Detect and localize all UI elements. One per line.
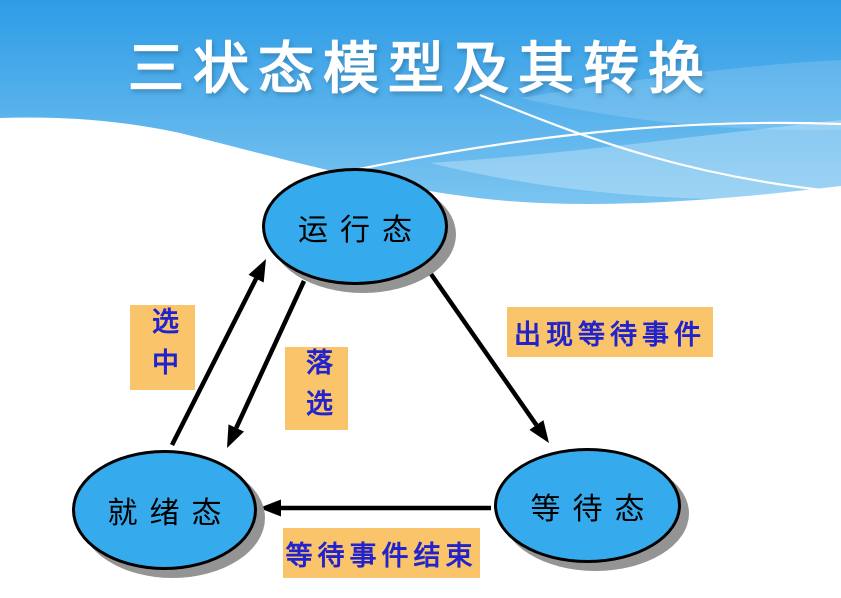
arrow-wait-event-ends [259, 499, 491, 517]
arrow-deselect [227, 280, 307, 448]
transition-label-wait-event-occurs: 出现等待事件 [507, 307, 713, 357]
transition-label-wait-event-ends: 等待事件结束 [283, 528, 480, 578]
state-running: 运行态 [262, 168, 448, 285]
transition-label-deselect: 落选 [285, 347, 348, 430]
arrow-select [169, 259, 266, 447]
state-ready-label: 就绪态 [107, 496, 234, 531]
state-waiting: 等待态 [494, 448, 681, 563]
state-ready: 就绪态 [72, 450, 257, 570]
state-waiting-label: 等待态 [530, 491, 657, 527]
state-running-label: 运行态 [298, 212, 424, 248]
transition-label-select: 选中 [130, 305, 195, 390]
arrow-wait-event-occurs [422, 262, 549, 443]
slide-title: 三状态模型及其转换 [128, 37, 713, 102]
